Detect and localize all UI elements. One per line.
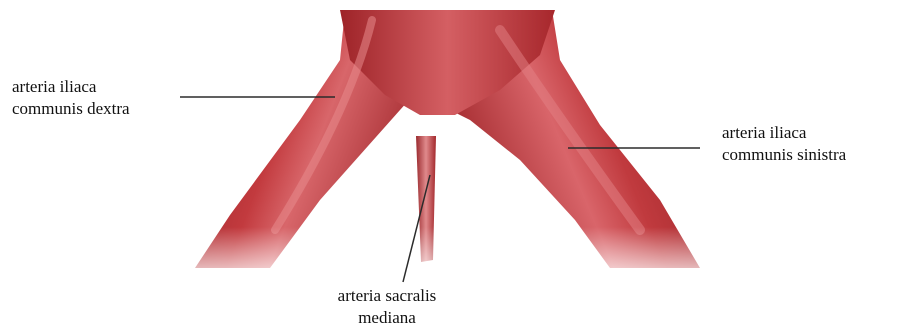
label-arteria-sacralis-mediana: arteria sacralis mediana <box>322 285 452 329</box>
label-arteria-iliaca-communis-sinistra: arteria iliaca communis sinistra <box>722 122 846 166</box>
label-bottom-line2: mediana <box>322 307 452 329</box>
label-left-line2: communis dextra <box>12 98 130 120</box>
label-bottom-line1: arteria sacralis <box>322 285 452 307</box>
label-arteria-iliaca-communis-dextra: arteria iliaca communis dextra <box>12 76 130 120</box>
label-right-line1: arteria iliaca <box>722 122 846 144</box>
label-right-line2: communis sinistra <box>722 144 846 166</box>
label-left-line1: arteria iliaca <box>12 76 130 98</box>
